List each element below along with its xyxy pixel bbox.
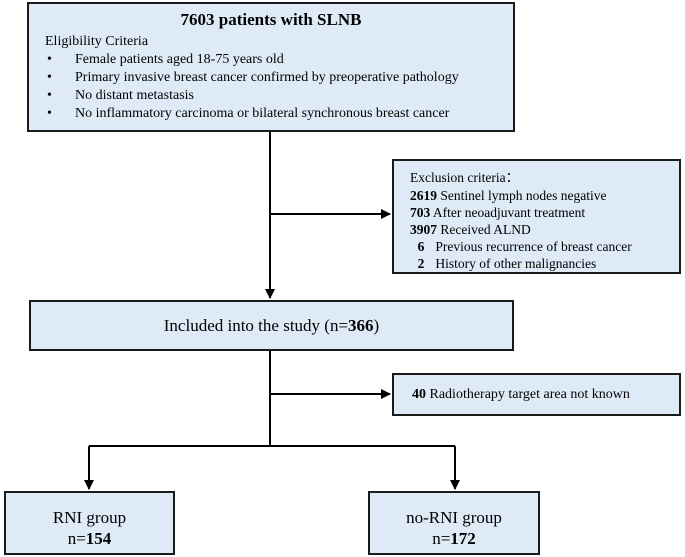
exclusion-box-2: 40 Radiotherapy target area not known [392,373,681,416]
enrollment-box: 7603 patients with SLNB Eligibility Crit… [27,2,515,132]
rni-group-box: RNI group n=154 [4,491,175,555]
no-rni-group-count: n=172 [432,529,476,548]
rni-group-count: n=154 [67,529,112,548]
exclusion-item: 3907 Received ALND [410,222,531,237]
exclusion-box: Exclusion criteria： 2619 Sentinel lymph … [392,159,681,274]
exclusion-item: 2 History of other malignancies [417,256,597,271]
rni-group-label: RNI group [52,508,127,527]
eligibility-item: •No distant metastasis [47,88,194,103]
enrollment-title: 7603 patients with SLNB [180,10,362,29]
eligibility-header: Eligibility Criteria [45,34,149,49]
exclusion-item: 703 After neoadjuvant treatment [410,205,586,220]
eligibility-list: •Female patients aged 18-75 years old •P… [45,51,505,123]
exclusion-item-radiotherapy: 40 Radiotherapy target area not known [412,386,630,402]
exclusion-title: Exclusion criteria： [410,170,520,185]
eligibility-item: •Female patients aged 18-75 years old [47,52,284,67]
included-box: Included into the study (n=366) [29,300,514,351]
no-rni-group-label: no-RNI group [406,508,502,527]
included-text: Included into the study (n=366) [163,315,380,335]
no-rni-group-box: no-RNI group n=172 [368,491,540,555]
eligibility-item: •No inflammatory carcinoma or bilateral … [47,106,450,121]
exclusion-item: 6 Previous recurrence of breast cancer [417,239,632,254]
eligibility-item: •Primary invasive breast cancer confirme… [47,70,459,85]
exclusion-item: 2619 Sentinel lymph nodes negative [410,188,607,203]
